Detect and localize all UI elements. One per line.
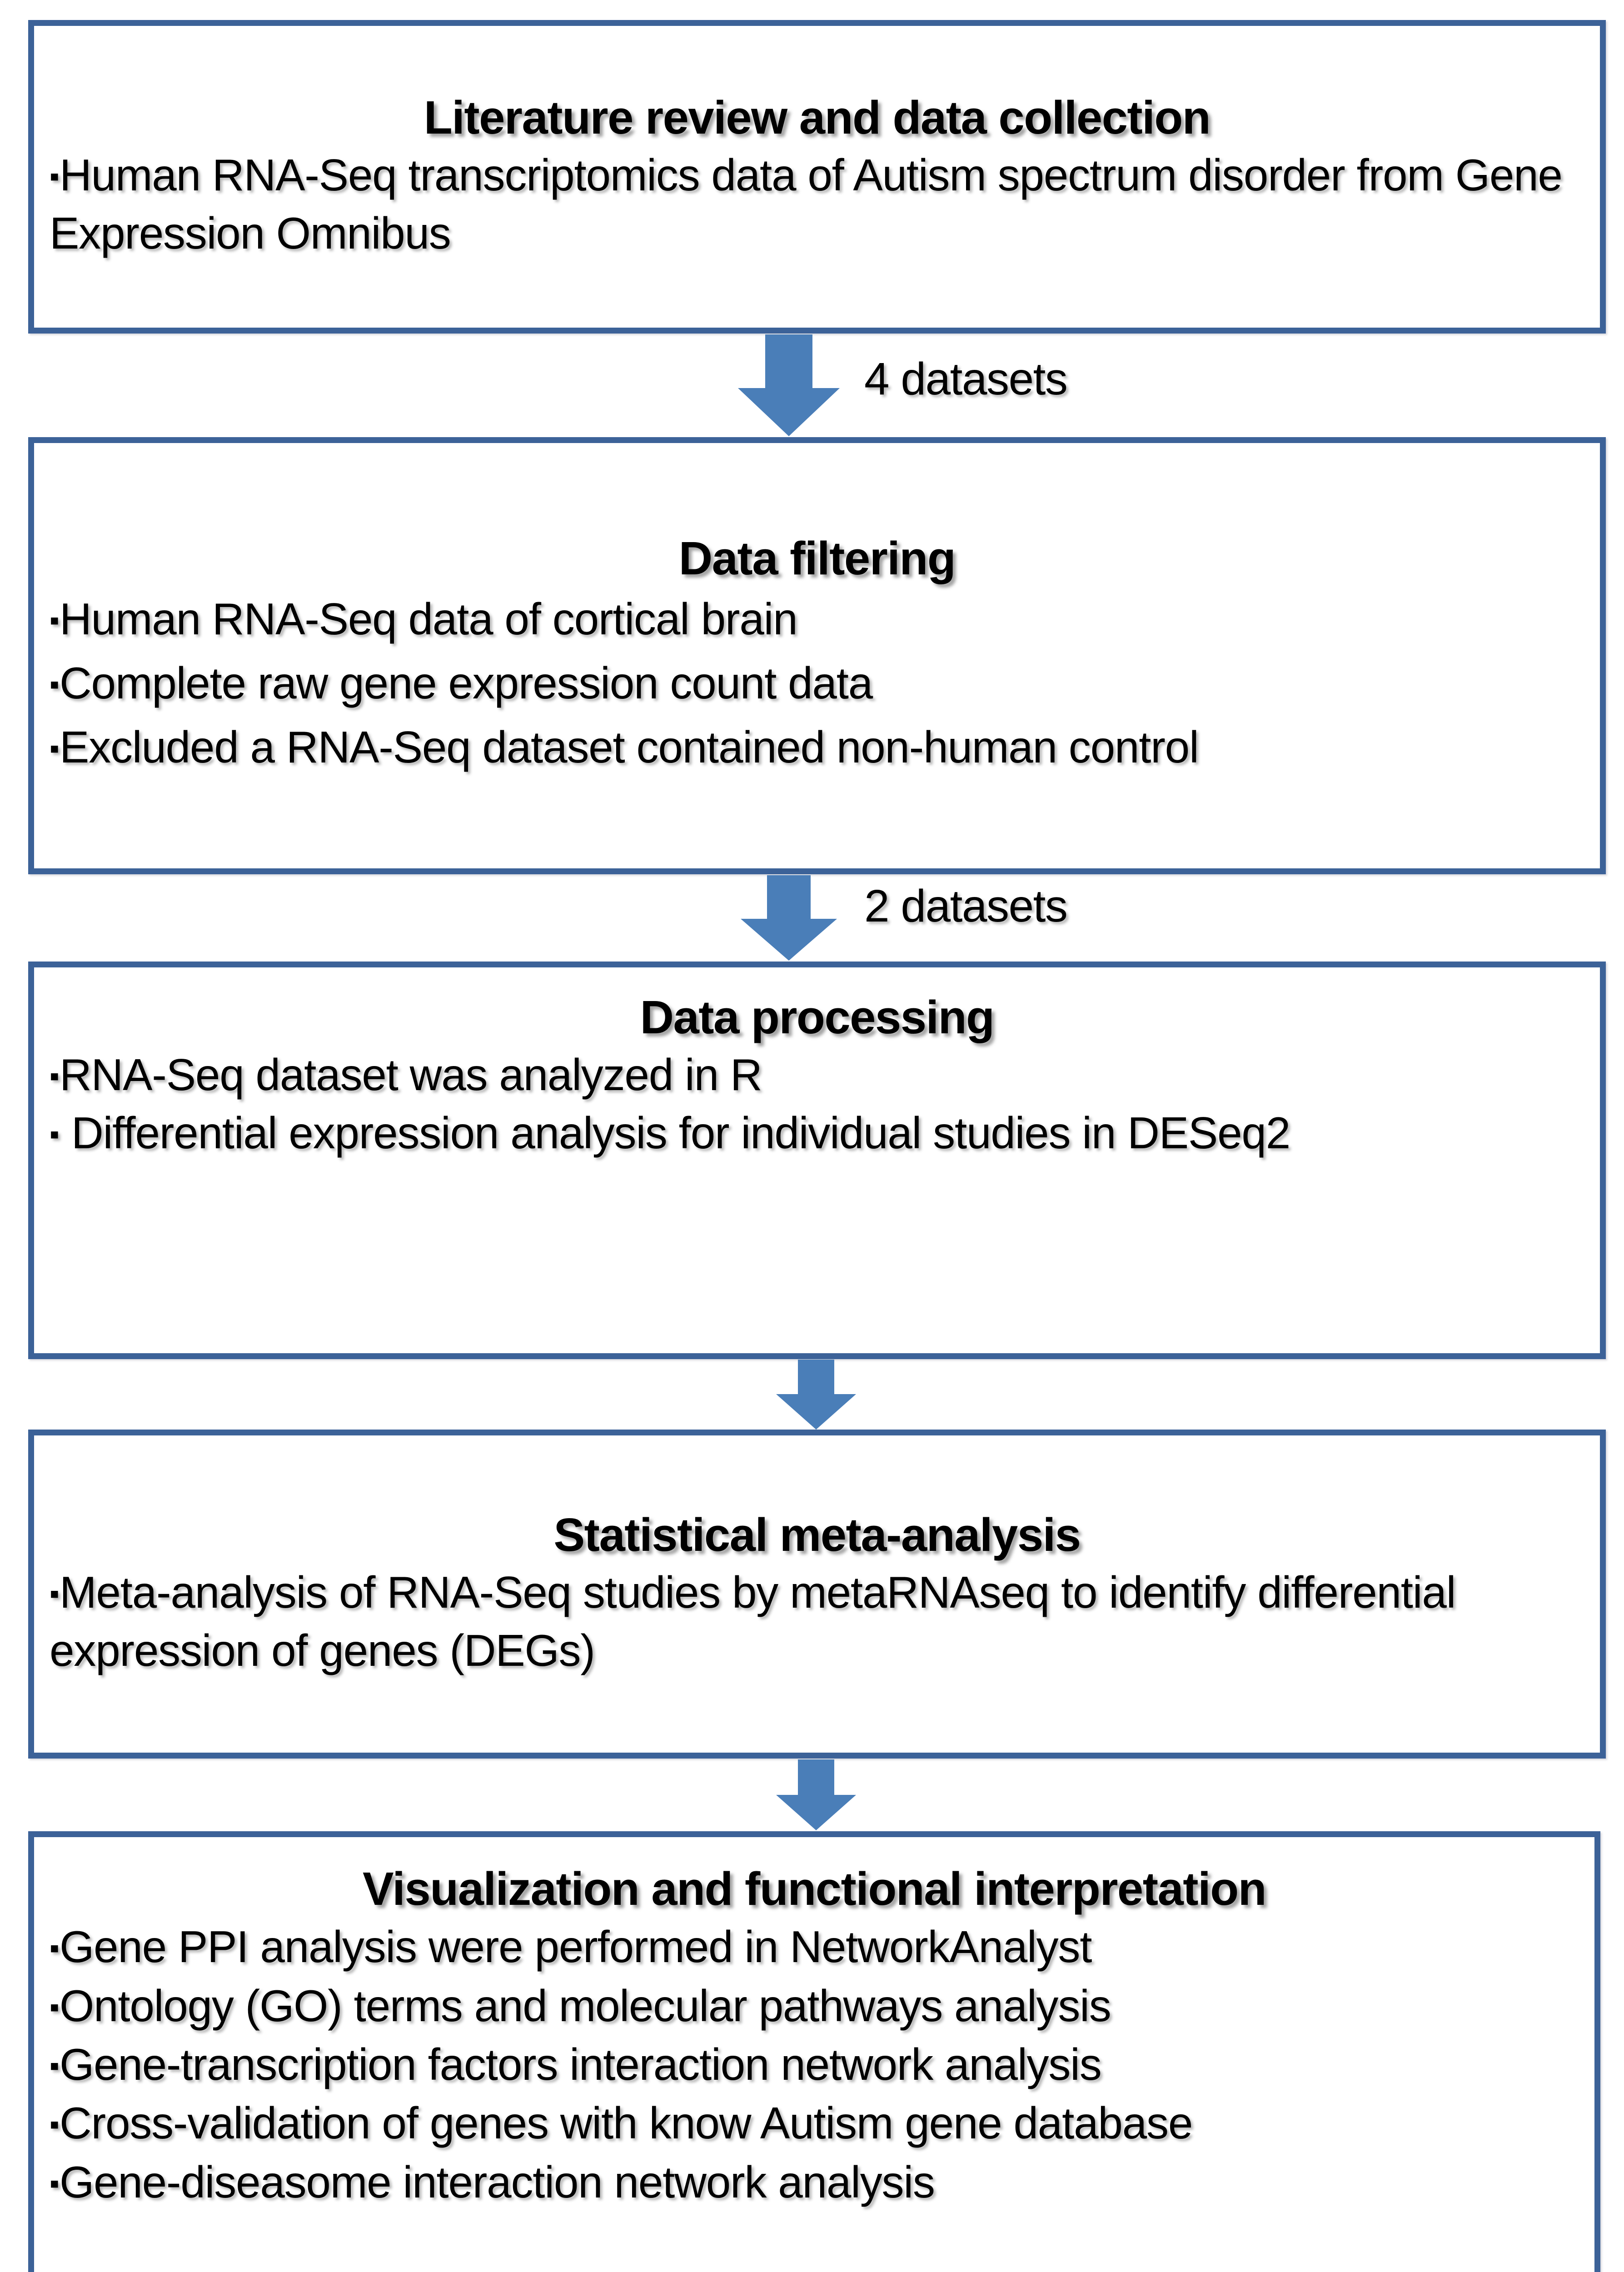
bullet-square-icon: ▪ — [50, 1118, 60, 1150]
down-arrow-icon — [776, 1759, 856, 1830]
connector-literature-to-filtering: 4 datasets — [721, 334, 1266, 438]
bullet-item: ▪Complete raw gene expression count data — [50, 651, 1584, 715]
bullet-item: ▪Gene-transcription factors interaction … — [50, 2035, 1579, 2094]
stage-box-visualization-functional-interpretation: Visualization and functional interpretat… — [28, 1831, 1600, 2272]
stage-title-data-filtering: Data filtering — [678, 532, 956, 584]
stage-title-statistical-meta-analysis: Statistical meta-analysis — [553, 1508, 1081, 1561]
bullet-text: Complete raw gene expression count data — [59, 658, 873, 708]
bullet-text: Meta-analysis of RNA-Seq studies by meta… — [50, 1567, 1456, 1675]
stage-box-data-filtering: Data filtering ▪Human RNA-Seq data of co… — [28, 437, 1606, 874]
bullet-text: Ontology (GO) terms and molecular pathwa… — [59, 1980, 1111, 2031]
bullet-list-literature-review: ▪Human RNA-Seq transcriptomics data of A… — [50, 146, 1584, 262]
bullet-square-icon: ▪ — [50, 605, 60, 637]
bullet-text: RNA-Seq dataset was analyzed in R — [59, 1050, 762, 1100]
bullet-list-data-filtering: ▪Human RNA-Seq data of cortical brain ▪C… — [50, 587, 1584, 779]
bullet-list-data-processing: ▪RNA-Seq dataset was analyzed in R ▪ Dif… — [50, 1046, 1584, 1162]
bullet-item: ▪Gene PPI analysis were performed in Net… — [50, 1918, 1579, 1976]
bullet-item: ▪Meta-analysis of RNA-Seq studies by met… — [50, 1564, 1584, 1679]
down-arrow-icon — [738, 334, 840, 436]
bullet-text: Human RNA-Seq transcriptomics data of Au… — [50, 150, 1563, 258]
bullet-item: ▪Excluded a RNA-Seq dataset contained no… — [50, 715, 1584, 779]
bullet-square-icon: ▪ — [50, 1061, 60, 1092]
stage-title-visualization-functional-interpretation: Visualization and functional interpretat… — [362, 1863, 1267, 1915]
down-arrow-icon — [776, 1360, 856, 1430]
bullet-text: Gene-diseasome interaction network analy… — [59, 2157, 935, 2207]
bullet-list-statistical-meta-analysis: ▪Meta-analysis of RNA-Seq studies by met… — [50, 1564, 1584, 1679]
bullet-square-icon: ▪ — [50, 733, 60, 765]
bullet-list-visualization-functional-interpretation: ▪Gene PPI analysis were performed in Net… — [50, 1918, 1579, 2212]
stage-title-data-processing: Data processing — [640, 991, 995, 1043]
bullet-square-icon: ▪ — [50, 1578, 60, 1610]
bullet-text: Gene PPI analysis were performed in Netw… — [59, 1922, 1092, 1972]
connector-meta-analysis-to-visualization — [748, 1759, 884, 1831]
bullet-square-icon: ▪ — [50, 1991, 60, 2023]
bullet-square-icon: ▪ — [50, 2050, 60, 2082]
stage-title-literature-review: Literature review and data collection — [423, 91, 1211, 144]
bullet-square-icon: ▪ — [50, 2109, 60, 2141]
connector-label-4-datasets: 4 datasets — [864, 354, 1068, 404]
bullet-text: Gene-transcription factors interaction n… — [59, 2039, 1102, 2090]
bullet-text: Cross-validation of genes with know Auti… — [59, 2098, 1193, 2148]
bullet-text: Differential expression analysis for ind… — [59, 1107, 1290, 1158]
stage-box-statistical-meta-analysis: Statistical meta-analysis ▪Meta-analysis… — [28, 1430, 1606, 1759]
stage-box-literature-review: Literature review and data collection ▪H… — [28, 20, 1606, 334]
bullet-square-icon: ▪ — [50, 2167, 60, 2199]
bullet-item: ▪RNA-Seq dataset was analyzed in R — [50, 1046, 1584, 1104]
bullet-item: ▪Ontology (GO) terms and molecular pathw… — [50, 1977, 1579, 2035]
bullet-square-icon: ▪ — [50, 669, 60, 701]
down-arrow-icon — [741, 875, 837, 961]
bullet-text: Excluded a RNA-Seq dataset contained non… — [59, 722, 1199, 772]
bullet-item: ▪Cross-validation of genes with know Aut… — [50, 2094, 1579, 2152]
bullet-item: ▪Human RNA-Seq transcriptomics data of A… — [50, 146, 1584, 262]
bullet-square-icon: ▪ — [50, 161, 60, 193]
connector-processing-to-meta-analysis — [748, 1360, 884, 1430]
bullet-item: ▪ Differential expression analysis for i… — [50, 1104, 1584, 1162]
stage-box-data-processing: Data processing ▪RNA-Seq dataset was ana… — [28, 962, 1606, 1359]
connector-filtering-to-processing: 2 datasets — [721, 875, 1266, 962]
bullet-square-icon: ▪ — [50, 1933, 60, 1964]
bullet-item: ▪Gene-diseasome interaction network anal… — [50, 2153, 1579, 2212]
connector-label-2-datasets: 2 datasets — [864, 881, 1068, 932]
bullet-item: ▪Human RNA-Seq data of cortical brain — [50, 587, 1584, 651]
bullet-text: Human RNA-Seq data of cortical brain — [59, 594, 798, 644]
